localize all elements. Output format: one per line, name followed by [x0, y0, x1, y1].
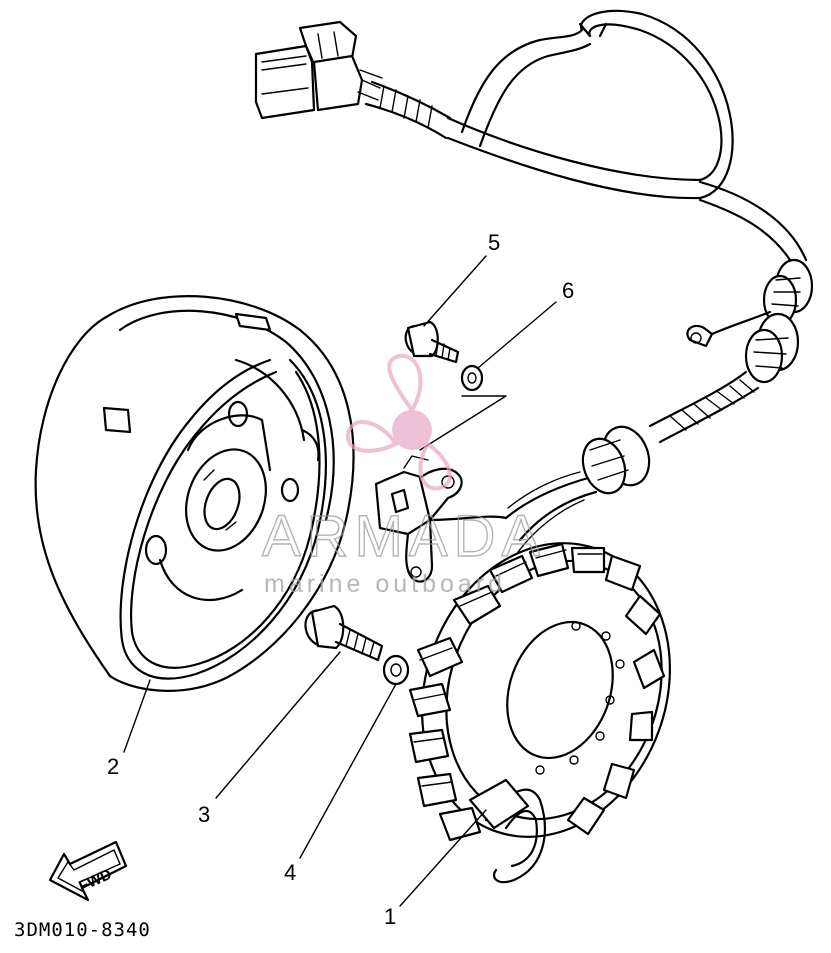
stator-bore: [506, 620, 614, 760]
pickup-coil: [374, 455, 508, 583]
bolt-large: [304, 604, 384, 662]
washer-large: [382, 654, 410, 686]
leader-line-4: [299, 683, 397, 859]
watermark-title: ARMADA: [262, 504, 546, 569]
hub-hole-left: [144, 534, 168, 566]
fwd-arrow: FWD: [48, 840, 128, 902]
watermark-logo: [345, 353, 452, 491]
bolt-small: [404, 320, 460, 364]
wire-grommet-middle: [744, 312, 800, 384]
leader-line-6: [477, 301, 557, 369]
wire-grommet-upper: [762, 258, 814, 326]
callout-2: 2: [107, 754, 119, 779]
callout-6: 6: [562, 278, 574, 303]
stator-coil: [408, 542, 671, 884]
callout-1: 1: [384, 904, 396, 929]
wire-grommet-lower: [581, 425, 651, 495]
stator-teeth: [408, 542, 666, 842]
hub-hole-top: [227, 400, 249, 428]
callout-5: 5: [488, 230, 500, 255]
stator-hole: [571, 621, 581, 631]
pickup-guide-line: [419, 395, 507, 451]
rim-notch: [234, 312, 272, 332]
diagram-code: 3DM010-8340: [14, 919, 151, 941]
ring-terminal: [686, 324, 714, 348]
callout-3: 3: [198, 802, 210, 827]
leader-line-1: [399, 809, 487, 907]
watermark-subtitle: marine outboard: [264, 570, 506, 598]
callout-4: 4: [284, 860, 296, 885]
connector-plug: [254, 20, 383, 120]
leader-line-5: [423, 255, 487, 327]
leader-line-3: [215, 651, 341, 799]
rim-window: [102, 406, 132, 434]
wire-harness: [254, 9, 814, 553]
leader-line-2: [123, 679, 151, 753]
flywheel-rotor: [34, 295, 355, 692]
washer-small: [460, 364, 484, 392]
leader-lines: [123, 255, 557, 907]
